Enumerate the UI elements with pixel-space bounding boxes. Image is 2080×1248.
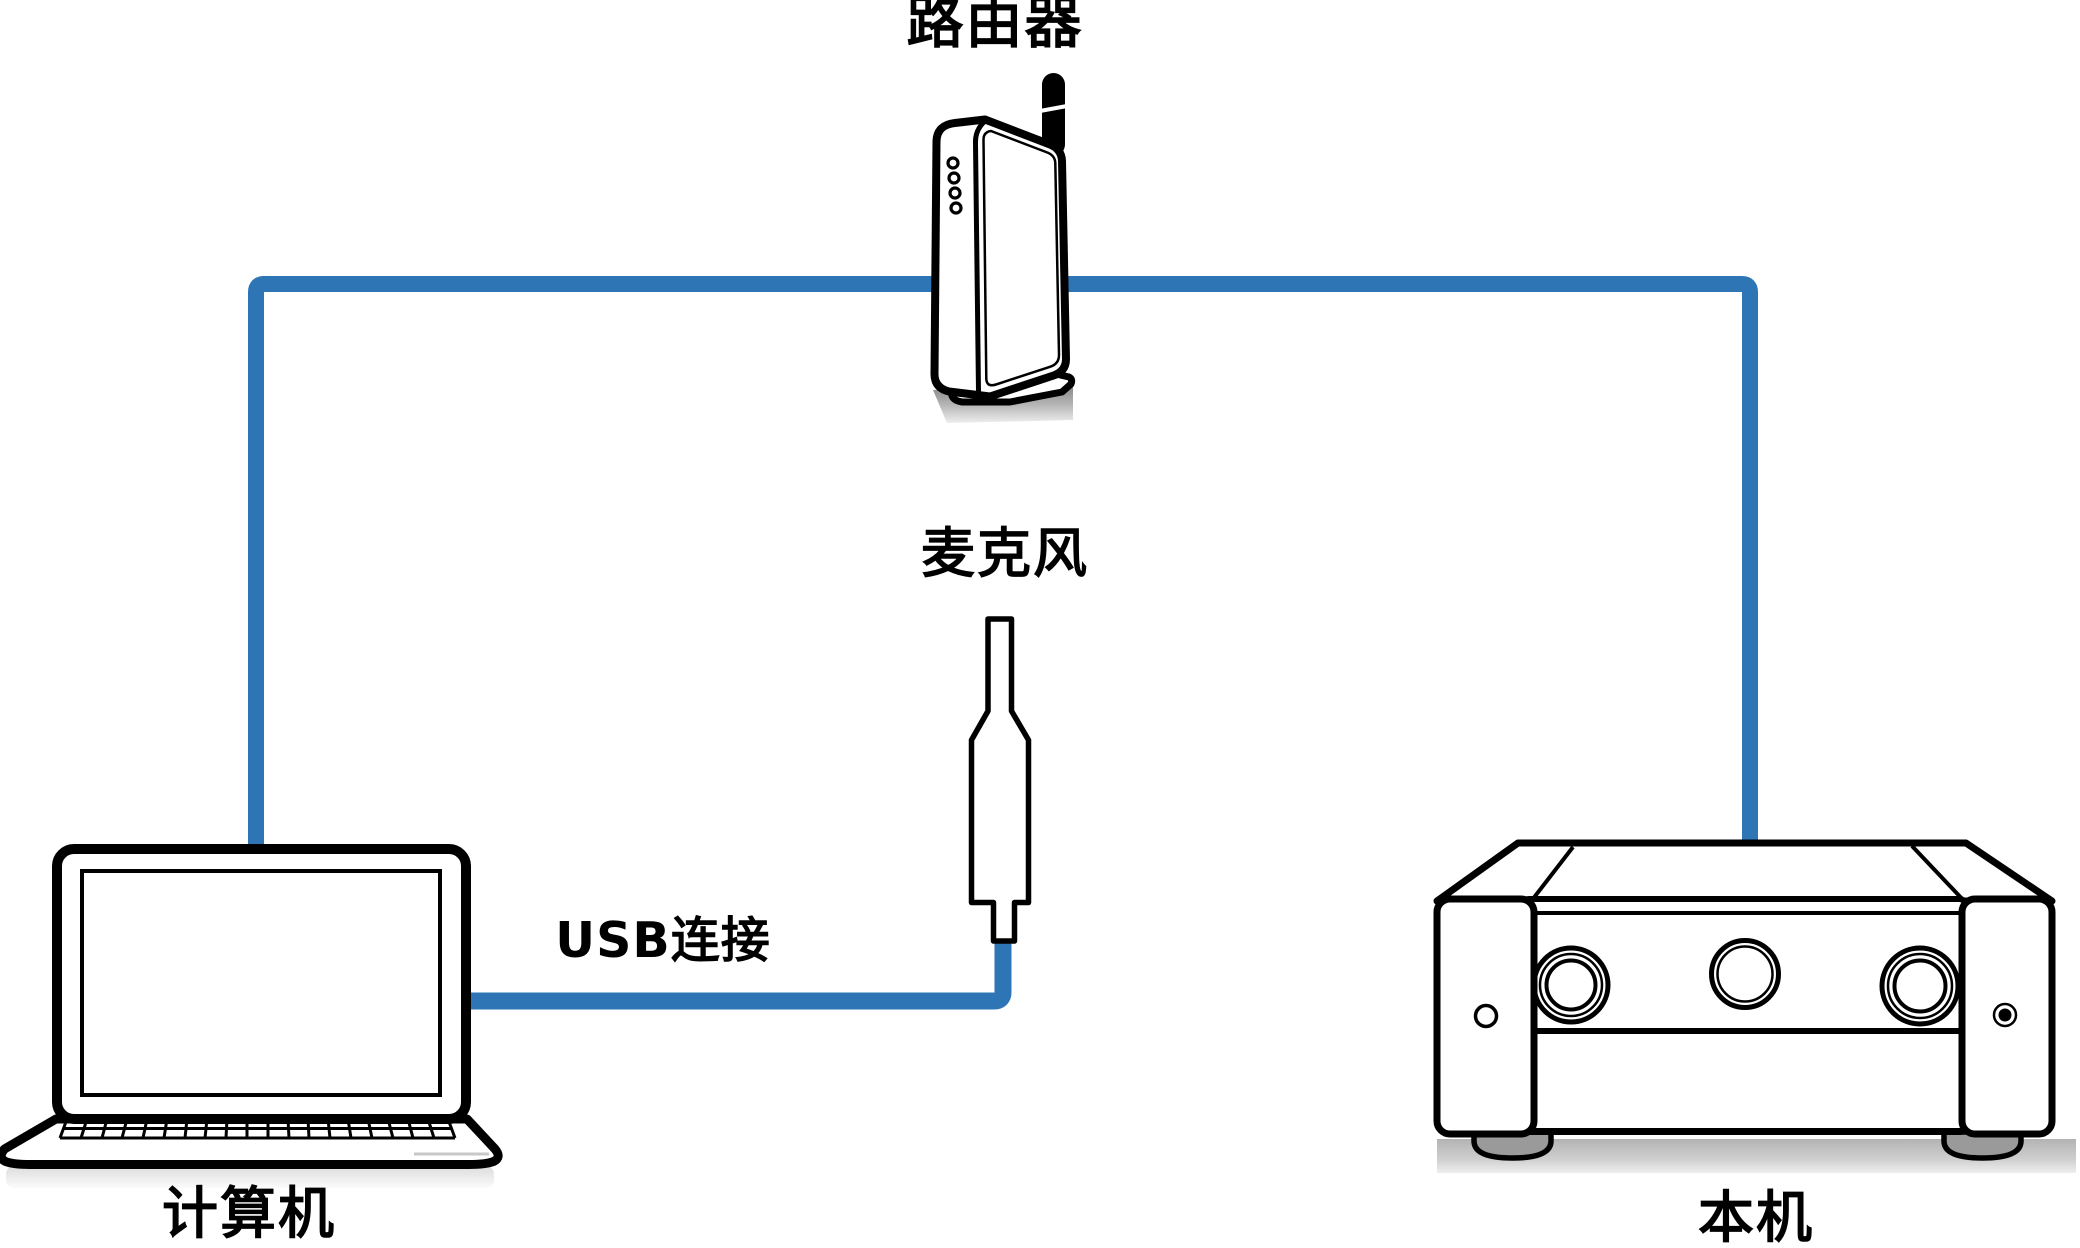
receiver-top-folds — [1527, 844, 1969, 906]
receiver-illustration — [1433, 839, 2076, 1173]
usb-connection-label: USB连接 — [555, 912, 771, 969]
router-illustration — [930, 73, 1076, 423]
unit-label: 本机 — [1698, 1186, 1814, 1248]
receiver-top-face — [1433, 839, 2056, 905]
router-label: 路由器 — [906, 0, 1084, 56]
laptop-base — [0, 1114, 503, 1169]
microphone-label: 麦克风 — [921, 522, 1089, 585]
receiver-foot-left — [1471, 1129, 1554, 1161]
receiver-knob-left — [1531, 945, 1611, 1025]
usb-cable — [464, 939, 1012, 1010]
receiver-knob-center — [1709, 938, 1781, 1010]
router-body — [930, 115, 1070, 401]
computer-label: 计算机 — [162, 1182, 336, 1247]
router-front-inner-line — [982, 129, 1061, 387]
laptop-screen — [80, 869, 442, 1097]
microphone-body — [968, 616, 1032, 944]
receiver-foot-right — [1941, 1129, 2024, 1161]
laptop-shadow — [6, 1166, 494, 1188]
receiver-left-button — [1473, 1003, 1499, 1029]
router-front-crease — [972, 119, 987, 393]
router-antenna — [1039, 73, 1068, 156]
laptop-illustration — [0, 844, 503, 1188]
receiver-right-indicator — [1992, 1002, 2018, 1028]
router-led-lights — [946, 156, 963, 215]
receiver-knob-right — [1879, 945, 1961, 1027]
microphone-illustration — [968, 616, 1032, 944]
